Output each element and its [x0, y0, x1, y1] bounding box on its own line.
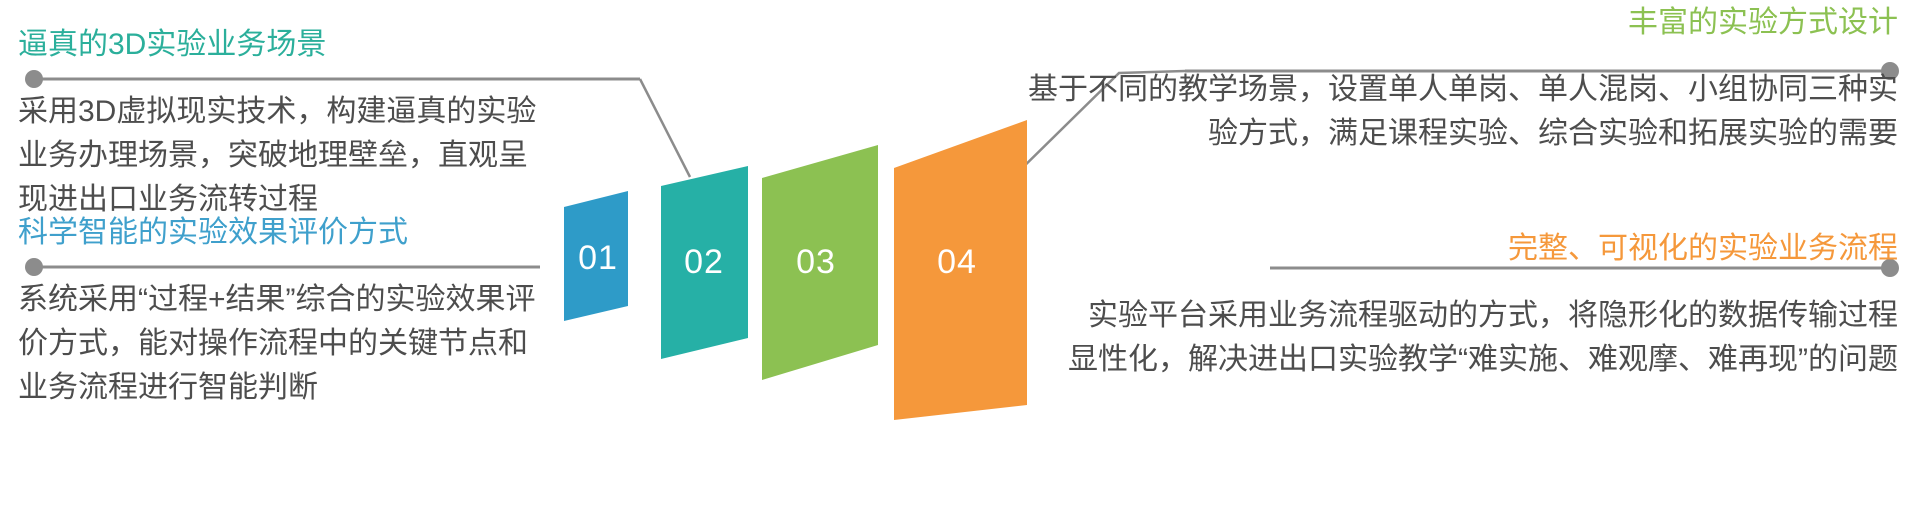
step-shape-03	[762, 145, 878, 380]
block-title-experiment-mode-design: 丰富的实验方式设计	[1628, 6, 1898, 39]
block-body-evaluation-method: 系统采用“过程+结果”综合的实验效果评价方式，能对操作流程中的关键节点和业务流程…	[18, 283, 536, 404]
text-block-visual-business-process: 完整、可视化的实验业务流程 实验平台采用业务流程驱动的方式，将隐形化的数据传输过…	[1060, 230, 1898, 382]
block-title-evaluation-method: 科学智能的实验效果评价方式	[18, 216, 408, 249]
step-shape-04	[894, 120, 1027, 420]
block-title-visual-business-process: 完整、可视化的实验业务流程	[1508, 232, 1898, 265]
step-shape-01	[564, 191, 628, 321]
step-number-02: 02	[684, 243, 724, 281]
step-number-01: 01	[578, 239, 618, 277]
text-block-experiment-mode-design: 丰富的实验方式设计 基于不同的教学场景，设置单人单岗、单人混岗、小组协同三种实验…	[1000, 4, 1898, 156]
step-number-03: 03	[796, 243, 836, 281]
block-body-experiment-mode-design: 基于不同的教学场景，设置单人单岗、单人混岗、小组协同三种实验方式，满足课程实验、…	[1028, 73, 1898, 150]
block-title-realistic-3d-scene: 逼真的3D实验业务场景	[18, 28, 327, 61]
block-body-realistic-3d-scene: 采用3D虚拟现实技术，构建逼真的实验业务办理场景，突破地理壁垒，直观呈现进出口业…	[18, 95, 537, 216]
step-shape-02	[661, 166, 748, 359]
text-block-evaluation-method: 科学智能的实验效果评价方式 系统采用“过程+结果”综合的实验效果评价方式，能对操…	[18, 214, 538, 410]
text-block-realistic-3d-scene: 逼真的3D实验业务场景 采用3D虚拟现实技术，构建逼真的实验业务办理场景，突破地…	[18, 26, 538, 222]
block-body-visual-business-process: 实验平台采用业务流程驱动的方式，将隐形化的数据传输过程显性化，解决进出口实验教学…	[1068, 299, 1898, 376]
step-number-04: 04	[937, 243, 977, 281]
